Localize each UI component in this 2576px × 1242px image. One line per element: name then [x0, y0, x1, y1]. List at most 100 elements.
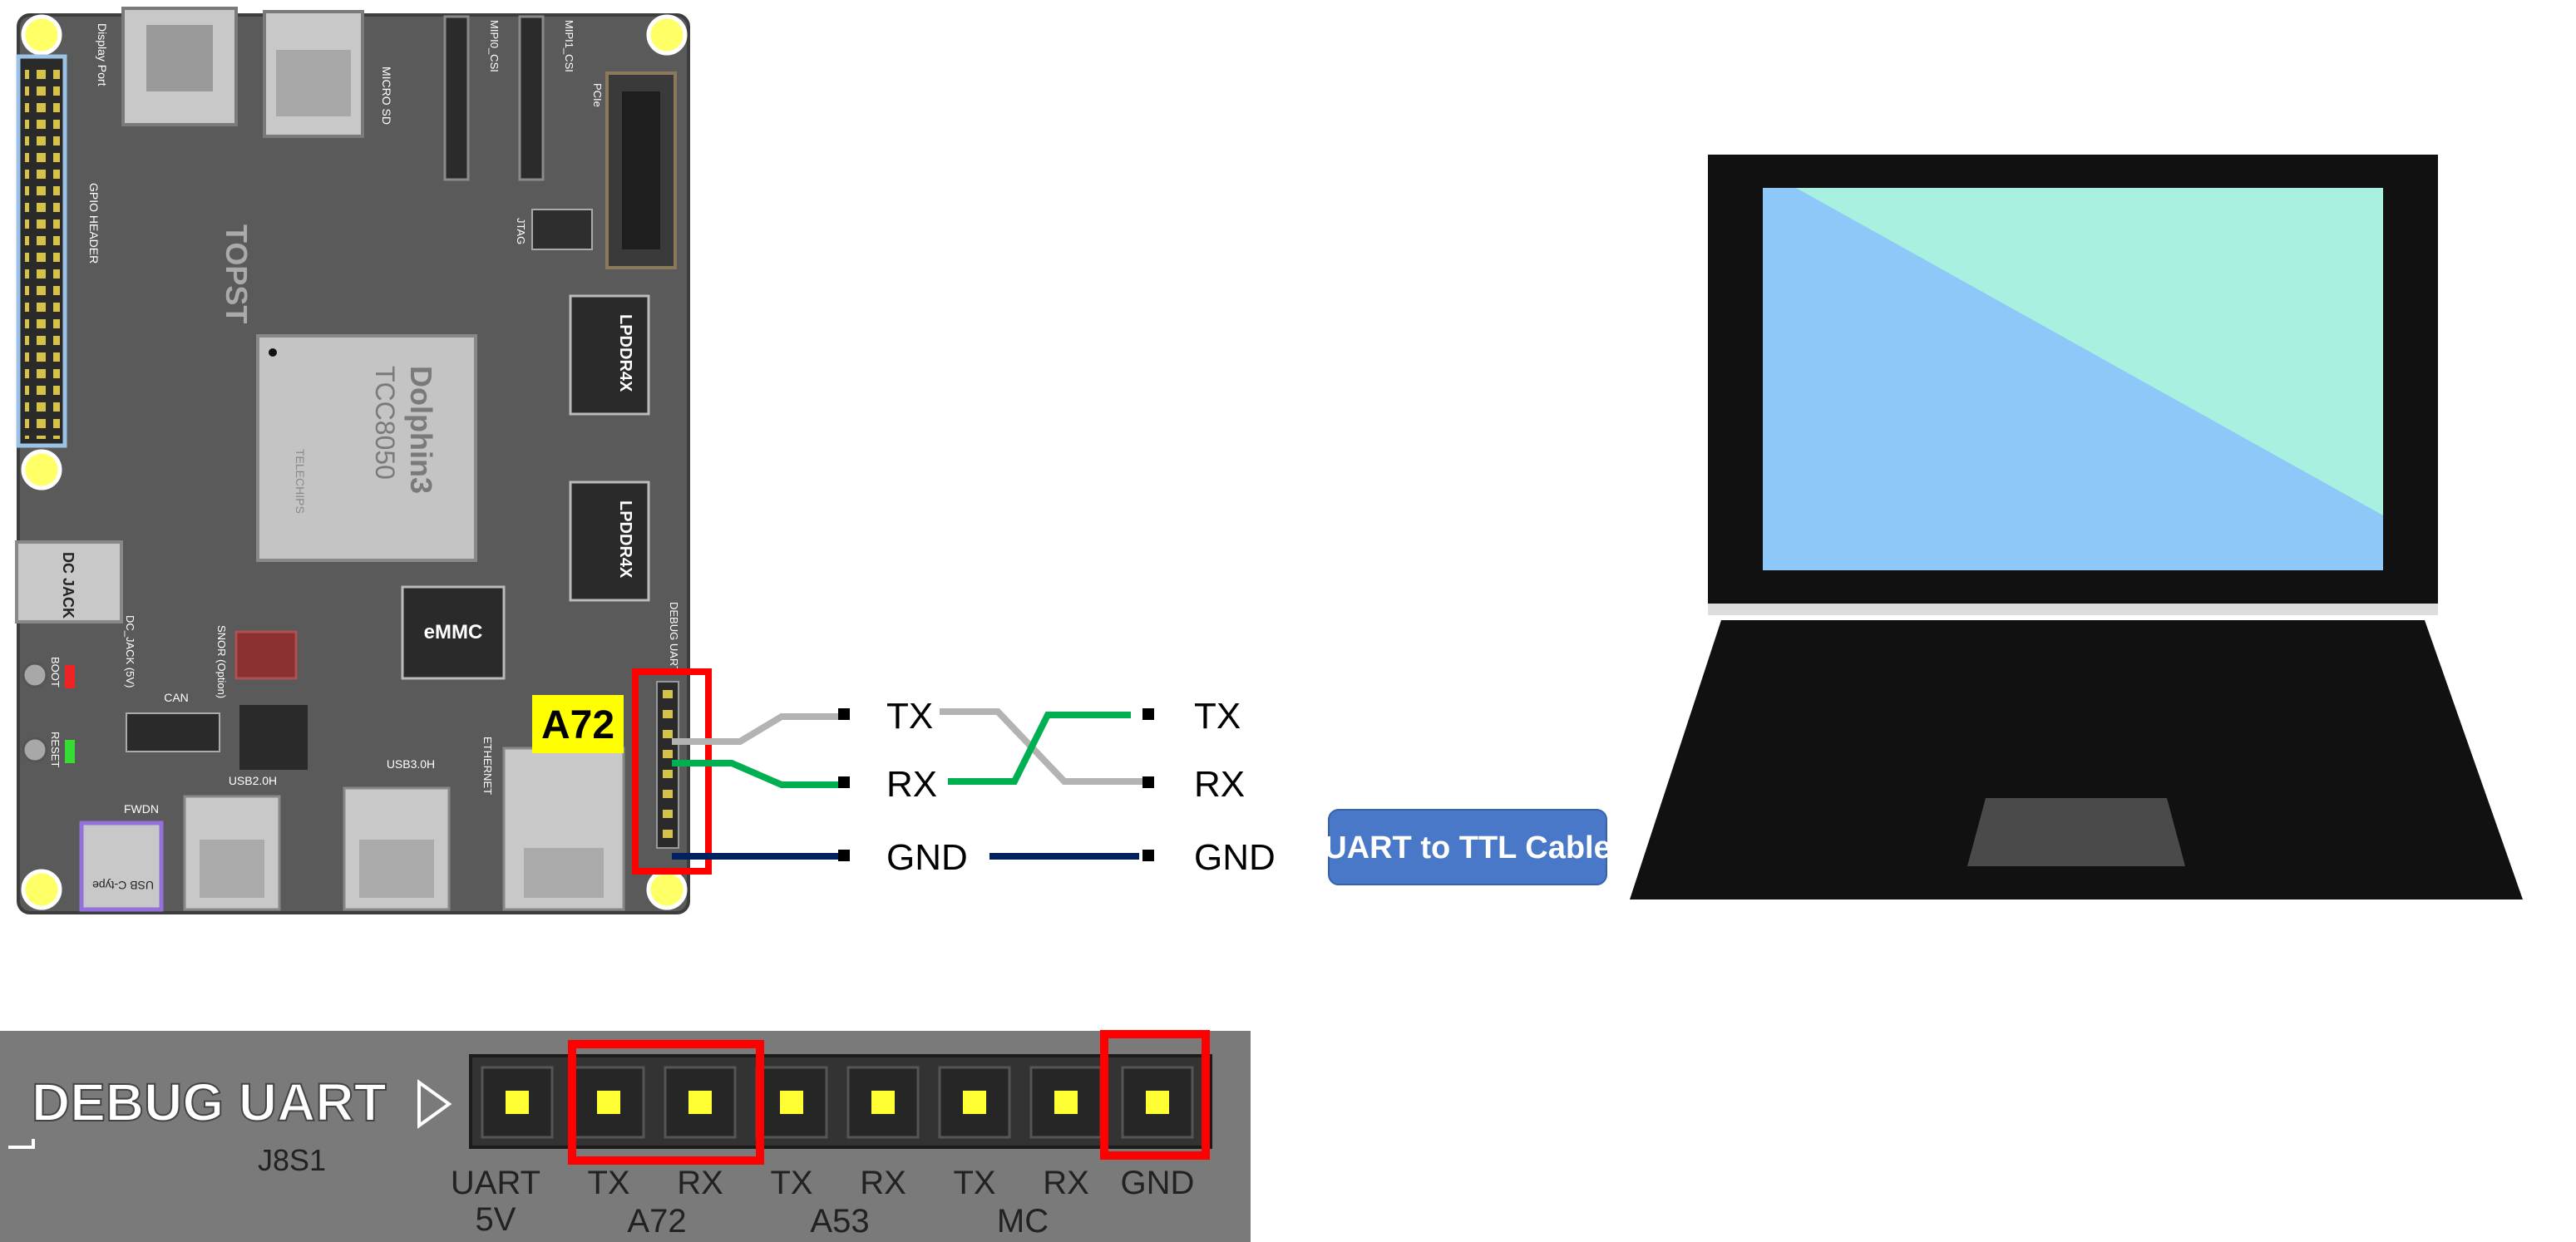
a72-badge	[532, 695, 624, 753]
zoom-group-a72: A72	[627, 1203, 686, 1240]
zoom-pin-label-7: GND	[1121, 1165, 1195, 1201]
mount-hole-top-right	[646, 14, 688, 56]
snor-label: SNOR (Option)	[215, 625, 228, 698]
left-rx-label: RX	[886, 764, 937, 805]
ethernet-opening	[524, 848, 604, 898]
usb30-opening	[359, 840, 434, 898]
lpddr4x-label-1: LPDDR4X	[616, 314, 634, 392]
wire-rx-left	[672, 760, 840, 788]
laptop-touchpad	[1967, 798, 2185, 866]
sbc-board: GPIO HEADER Display Port MICRO SD MIPI0_…	[15, 7, 712, 914]
soc-chip	[256, 334, 477, 562]
zoom-pins	[481, 1066, 1194, 1139]
zoom-pin-label-6: RX	[1043, 1165, 1089, 1201]
can-label: CAN	[164, 691, 189, 704]
zoom-highlight-gnd	[1100, 1030, 1210, 1160]
term-gnd-right	[1142, 850, 1154, 861]
soc-pin1-marker	[269, 348, 277, 357]
lpddr4x-label-2: LPDDR4X	[616, 500, 634, 579]
phy-chip	[239, 705, 308, 770]
zoom-pin-label-uart: UART	[451, 1165, 540, 1201]
wiring: TX RX GND TX RX GND	[672, 696, 1276, 878]
zoom-pin-label-3: TX	[770, 1165, 812, 1201]
mount-hole-top-left	[21, 14, 62, 56]
laptop-screen-highlight	[1796, 188, 2383, 515]
fwdn-label: FWDN	[124, 802, 159, 816]
laptop-hinge	[1708, 604, 2438, 615]
debug-uart-pins	[663, 690, 673, 838]
gpio-pins	[25, 63, 60, 439]
mipi1-connector	[518, 15, 545, 181]
gpio-header-label: GPIO HEADER	[87, 183, 101, 264]
usb30-label: USB3.0H	[387, 757, 435, 771]
term-rx-left	[838, 776, 850, 788]
laptop	[1630, 155, 2523, 899]
snor-chip	[234, 630, 298, 680]
zoom-highlight-a72	[568, 1040, 764, 1165]
right-tx-label: TX	[1194, 696, 1241, 737]
right-rx-label: RX	[1194, 764, 1245, 805]
zoom-group-mc: MC	[997, 1203, 1049, 1240]
zoom-pin-label-1: TX	[587, 1165, 629, 1201]
pcie-label: PCIe	[591, 83, 604, 107]
micro-sd-opening	[276, 50, 351, 116]
debug-uart-zoom: DEBUG UART J8S1 UART 5V	[0, 1030, 1251, 1242]
mount-hole-bottom-left	[21, 869, 62, 910]
jtag-header	[531, 209, 593, 250]
jtag-label: JTAG	[515, 218, 527, 244]
emmc-chip	[401, 585, 506, 680]
display-port-opening	[146, 25, 213, 91]
soc-chip-model: TCC8050	[370, 366, 400, 480]
mipi0-label: MIPI0_CSI	[488, 20, 501, 72]
boot-led	[65, 665, 75, 688]
usb20-opening	[200, 840, 264, 898]
display-port-label: Display Port	[96, 23, 109, 86]
cable-badge-label: UART to TTL Cable	[1324, 830, 1611, 865]
zoom-pin-label-4: RX	[860, 1165, 906, 1201]
ethernet-label: ETHERNET	[481, 737, 494, 795]
pcie-slot	[622, 91, 660, 249]
a72-badge-label: A72	[541, 703, 614, 747]
usb20-label: USB2.0H	[229, 774, 277, 787]
term-gnd-left	[838, 850, 850, 861]
reset-label: RESET	[49, 732, 62, 767]
micro-sd-label: MICRO SD	[380, 67, 393, 125]
zoom-pin-label-5v: 5V	[476, 1201, 516, 1238]
soc-chip-name: Dolphin3	[404, 366, 438, 494]
cable-badge: UART to TTL Cable	[1324, 809, 1611, 885]
emmc-label: eMMC	[424, 621, 483, 643]
mount-hole-bottom-right	[646, 869, 688, 910]
term-tx-right	[1142, 708, 1154, 720]
usb-c-label: USB C-type	[92, 879, 154, 892]
lpddr4x-chip-2	[569, 481, 650, 602]
boot-button	[22, 662, 48, 688]
debug-uart-highlight-box	[632, 668, 712, 875]
zoom-title: DEBUG UART	[32, 1072, 387, 1132]
mipi1-label: MIPI1_CSI	[563, 20, 575, 72]
left-gnd-label: GND	[886, 837, 968, 878]
term-rx-right	[1142, 776, 1154, 788]
soc-vendor: TELECHIPS	[294, 449, 307, 514]
debug-uart-board-label: DEBUG UART	[668, 602, 680, 673]
zoom-pin-label-2: RX	[677, 1165, 723, 1201]
zoom-connector-id: J8S1	[258, 1143, 326, 1177]
zoom-pin-label-5: TX	[953, 1165, 995, 1201]
term-tx-left	[838, 708, 850, 720]
can-header	[126, 712, 220, 752]
usb-c-connector	[79, 821, 164, 912]
reset-button	[22, 737, 48, 763]
lpddr4x-chip-1	[569, 294, 650, 416]
zoom-group-a53: A53	[810, 1203, 869, 1240]
reset-led	[65, 740, 75, 763]
laptop-base	[1630, 620, 2523, 899]
cable-badge-box	[1328, 809, 1607, 885]
wire-rx-cross	[948, 712, 1131, 785]
right-gnd-label: GND	[1194, 837, 1276, 878]
zoom-corner-mark	[8, 1139, 35, 1149]
brand-label: TOPST	[220, 224, 254, 323]
mipi0-connector	[443, 15, 470, 181]
boot-label: BOOT	[49, 657, 62, 688]
mount-hole-middle-left	[21, 449, 62, 490]
dc-jack-small-label: DC_JACK (5V)	[124, 615, 136, 688]
